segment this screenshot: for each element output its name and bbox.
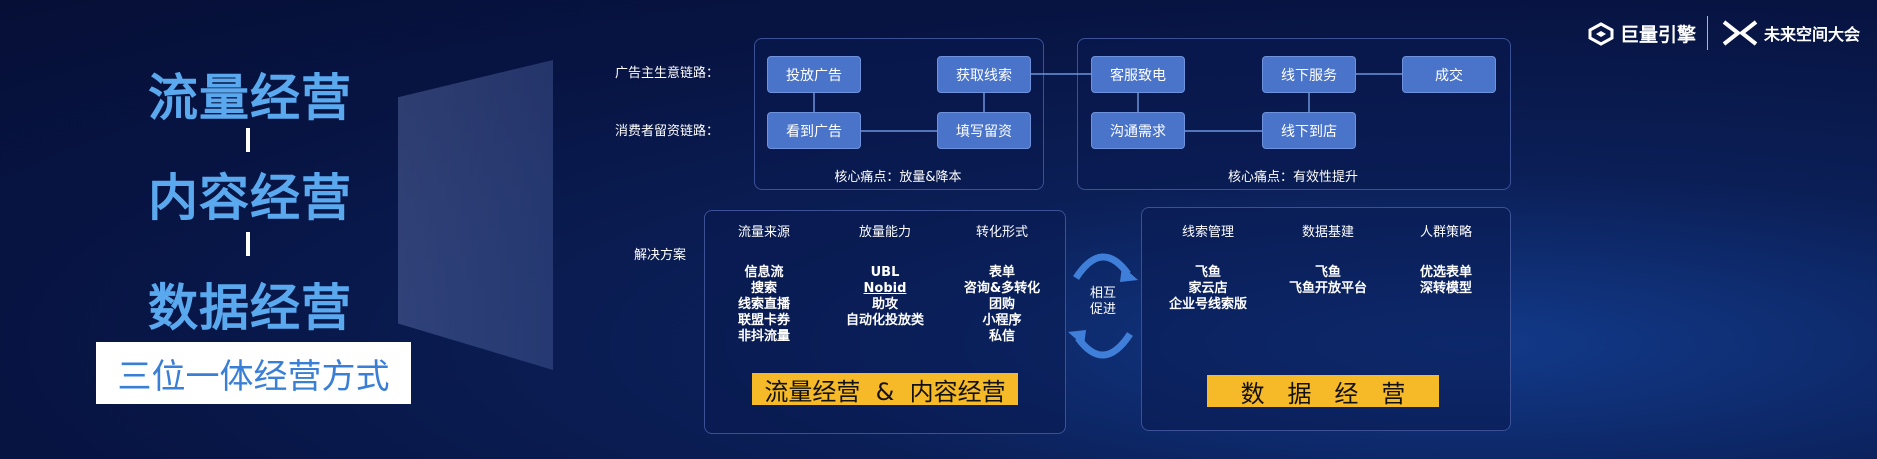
row-label-advertiser: 广告主生意链路： bbox=[615, 66, 720, 81]
header-lead-management: 线索管理 bbox=[1181, 225, 1234, 240]
brand1-logo-icon bbox=[1588, 21, 1614, 46]
list-item: 信息流 bbox=[744, 265, 784, 280]
lead-management-list: 飞鱼 家云店 企业号线索版 bbox=[1158, 265, 1258, 313]
list-item: 联盟卡券 bbox=[737, 313, 790, 328]
conversion-form-list: 表单 咨询&多转化 团购 小程序 私信 bbox=[952, 265, 1052, 345]
node-visit-store: 线下到店 bbox=[1262, 112, 1356, 149]
cycle-arrows-icon bbox=[1068, 253, 1138, 359]
light-beam-decoration bbox=[398, 60, 553, 370]
node-get-leads: 获取线索 bbox=[937, 56, 1031, 93]
list-item: 线索直播 bbox=[737, 297, 790, 312]
data-infrastructure-list: 飞鱼 飞鱼开放平台 bbox=[1278, 265, 1378, 297]
node-communicate-needs: 沟通需求 bbox=[1091, 112, 1185, 149]
header-conversion-form: 转化形式 bbox=[975, 225, 1028, 240]
mutual-label-line: 相互 bbox=[1089, 286, 1116, 301]
traffic-source-list: 信息流 搜索 线索直播 联盟卡券 非抖流量 bbox=[714, 265, 814, 345]
brand2-name: 未来空间大会 bbox=[1764, 25, 1861, 44]
list-item: 表单 bbox=[988, 265, 1015, 280]
list-item: 搜索 bbox=[750, 281, 777, 296]
brand1-name: 巨量引擎 bbox=[1620, 24, 1697, 46]
list-item: 私信 bbox=[988, 329, 1015, 344]
mutual-promotion-label: 相互 促进 bbox=[1066, 286, 1140, 318]
header-traffic-source: 流量来源 bbox=[737, 225, 790, 240]
list-item: Nobid bbox=[863, 281, 907, 296]
header-audience-strategy: 人群策略 bbox=[1419, 225, 1472, 240]
brand-logo-1: 巨量引擎 bbox=[1588, 20, 1696, 47]
scale-ability-list: UBL Nobid 助攻 自动化投放类 bbox=[835, 265, 935, 329]
title-separator bbox=[246, 232, 250, 256]
list-item: 非抖流量 bbox=[737, 329, 790, 344]
header-data-infrastructure: 数据基建 bbox=[1301, 225, 1354, 240]
header-scale-ability: 放量能力 bbox=[858, 225, 911, 240]
list-item: 飞鱼 bbox=[1194, 265, 1221, 280]
pain-point-right: 核心痛点：有效性提升 bbox=[1227, 170, 1358, 185]
brand-logo-2: 未来空间大会 bbox=[1722, 20, 1860, 46]
node-fill-form: 填写留资 bbox=[937, 112, 1031, 149]
mutual-label-line: 促进 bbox=[1089, 302, 1116, 317]
row-label-consumer: 消费者留资链路： bbox=[615, 124, 720, 139]
list-item: 深转模型 bbox=[1419, 281, 1472, 296]
title-data-operation: 数据经营 bbox=[148, 279, 352, 337]
banner-traffic-content: 流量经营 & 内容经营 bbox=[752, 373, 1018, 406]
list-item: 小程序 bbox=[982, 313, 1022, 328]
banner-data-operation-text: 数 据 经 营 bbox=[1240, 379, 1406, 408]
list-item: 飞鱼开放平台 bbox=[1288, 281, 1367, 296]
list-item: 咨询&多转化 bbox=[963, 281, 1041, 296]
node-offline-service: 线下服务 bbox=[1262, 56, 1356, 93]
title-separator bbox=[246, 128, 250, 152]
subtitle-text: 三位一体经营方式 bbox=[117, 356, 390, 397]
title-traffic-operation: 流量经营 bbox=[148, 69, 352, 127]
list-item: 团购 bbox=[988, 297, 1015, 312]
node-ad-placement: 投放广告 bbox=[767, 56, 861, 93]
subtitle-box: 三位一体经营方式 bbox=[96, 342, 411, 404]
pain-point-left: 核心痛点：放量&降本 bbox=[834, 170, 962, 185]
node-see-ad: 看到广告 bbox=[767, 112, 861, 149]
list-item: 优选表单 bbox=[1419, 265, 1472, 280]
banner-traffic-content-text: 流量经营 & 内容经营 bbox=[764, 377, 1006, 406]
audience-strategy-list: 优选表单 深转模型 bbox=[1396, 265, 1496, 297]
solution-label: 解决方案 bbox=[634, 248, 687, 263]
node-customer-call: 客服致电 bbox=[1091, 56, 1185, 93]
banner-data-operation: 数 据 经 营 bbox=[1207, 375, 1439, 408]
list-item: 企业号线索版 bbox=[1168, 297, 1247, 312]
node-deal: 成交 bbox=[1402, 56, 1496, 93]
title-content-operation: 内容经营 bbox=[148, 169, 352, 227]
list-item: 助攻 bbox=[871, 297, 898, 312]
list-item: 自动化投放类 bbox=[845, 313, 924, 328]
list-item: UBL bbox=[870, 265, 900, 280]
list-item: 家云店 bbox=[1188, 281, 1228, 296]
logo-divider bbox=[1707, 16, 1708, 50]
brand2-logo-icon bbox=[1722, 20, 1758, 46]
list-item: 飞鱼 bbox=[1314, 265, 1341, 280]
